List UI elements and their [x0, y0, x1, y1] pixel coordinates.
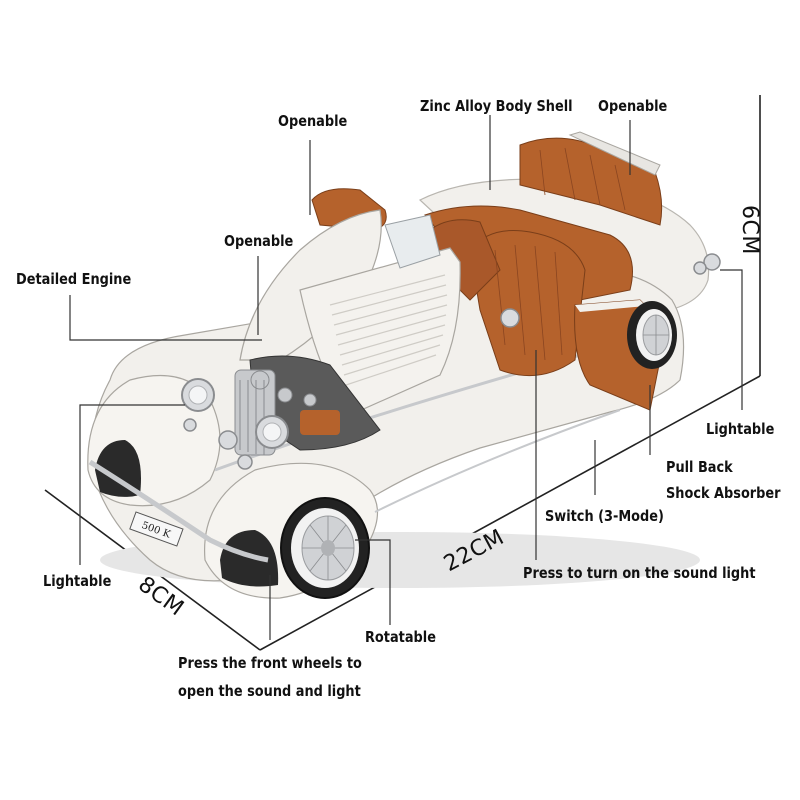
dimension-height: 6CM: [737, 205, 762, 255]
callout-lightable-front: Lightable: [43, 572, 112, 590]
license-plate: 500 K: [129, 511, 184, 547]
headlight-left: [181, 378, 215, 412]
front-wheel: [280, 497, 370, 599]
callout-switch-3-mode: Switch (3-Mode): [545, 507, 664, 525]
callout-detailed-engine: Detailed Engine: [16, 270, 132, 288]
callout-openable-trunk: Openable: [278, 112, 348, 130]
leader-lightable-rear: [720, 269, 743, 410]
rear-wheel: [627, 301, 677, 369]
callout-rotatable: Rotatable: [365, 628, 436, 646]
callout-press-front-wheels-line2: open the sound and light: [178, 682, 361, 700]
callout-pull-back: Pull Back: [666, 458, 733, 476]
callout-lines: [69, 115, 743, 640]
headlight-right: [255, 415, 289, 449]
callout-openable-hood: Openable: [224, 232, 294, 250]
rear-lights: [693, 253, 721, 275]
leader-lightable-front: [79, 404, 185, 565]
callout-press-front-wheels-line1: Press the front wheels to: [178, 654, 362, 672]
callout-openable-back-seat: Openable: [598, 97, 668, 115]
callout-shock-absorber: Shock Absorber: [666, 484, 781, 502]
callout-press-sound-light: Press to turn on the sound light: [523, 564, 756, 582]
car-body: 500 K: [87, 131, 721, 599]
leader-rotatable: [355, 539, 391, 625]
callout-zinc-alloy-body-shell: Zinc Alloy Body Shell: [420, 97, 573, 115]
leader-detailed-engine: [69, 295, 262, 341]
callout-lightable-rear: Lightable: [706, 420, 775, 438]
length-dimension-line: [259, 375, 761, 651]
